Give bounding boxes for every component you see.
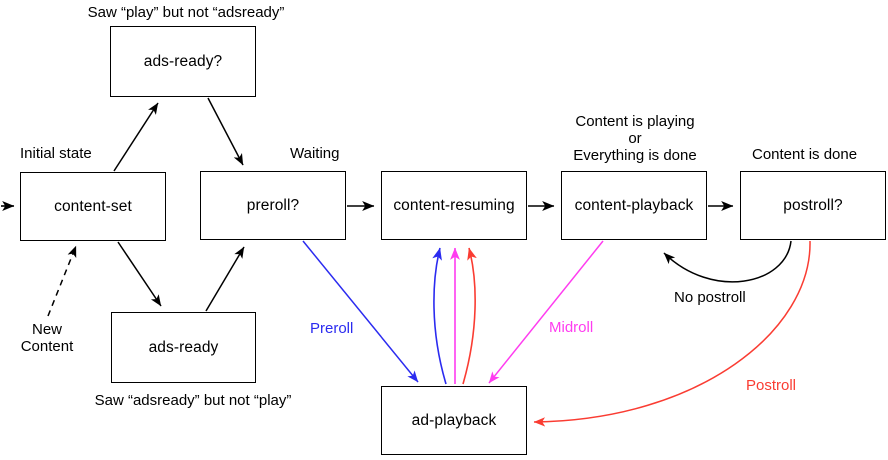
edge-ad-playback-to-resuming-postroll — [462, 247, 477, 385]
edge-preroll-to-ad-playback — [302, 240, 419, 383]
note-saw-play: Saw “play” but not “adsready” — [87, 4, 285, 21]
edge-new-content-to-content-set — [47, 245, 77, 317]
node-content-resuming[interactable]: content-resuming — [381, 171, 527, 240]
node-content-set[interactable]: content-set — [20, 172, 166, 241]
node-ads-ready[interactable]: ads-ready — [111, 312, 256, 383]
node-ad-playback[interactable]: ad-playback — [381, 386, 527, 455]
edge-ads-ready-to-preroll-q — [205, 246, 245, 312]
edge-label-postroll: Postroll — [746, 377, 797, 394]
edge-postroll-q-no-postroll — [663, 240, 792, 283]
node-postroll-q[interactable]: postroll? — [740, 171, 886, 240]
note-initial-state: Initial state — [20, 145, 92, 162]
note-content-done: Content is done — [752, 146, 858, 163]
node-label: content-resuming — [393, 196, 515, 214]
edge-postroll-to-ad-playback — [533, 240, 811, 427]
node-ads-ready-q[interactable]: ads-ready? — [110, 26, 256, 97]
node-label: content-playback — [574, 196, 694, 214]
edge-ads-ready-q-to-preroll-q — [207, 97, 244, 166]
note-content-playing-or-everything-done: Content is playing or Everything is done — [573, 113, 697, 164]
edge-label-preroll: Preroll — [310, 320, 354, 337]
node-label: content-set — [54, 197, 132, 215]
note-waiting: Waiting — [290, 145, 340, 162]
note-new-content: New Content — [20, 321, 74, 355]
edge-label-no-postroll: No postroll — [674, 289, 746, 306]
node-preroll-q[interactable]: preroll? — [200, 171, 346, 240]
node-label: ad-playback — [411, 411, 497, 429]
edge-content-set-to-ads-ready — [117, 241, 162, 307]
edge-content-set-to-ads-ready-q — [113, 102, 159, 172]
edge-midroll-to-ad-playback — [488, 240, 604, 384]
edge-ad-playback-to-resuming-preroll — [432, 247, 447, 385]
node-content-playback[interactable]: content-playback — [561, 171, 707, 240]
note-saw-adsready: Saw “adsready” but not “play” — [94, 392, 292, 409]
node-label: preroll? — [246, 196, 300, 214]
node-label: ads-ready — [148, 338, 219, 356]
edge-label-midroll: Midroll — [549, 319, 594, 336]
node-label: postroll? — [783, 196, 843, 214]
node-label: ads-ready? — [143, 52, 223, 70]
